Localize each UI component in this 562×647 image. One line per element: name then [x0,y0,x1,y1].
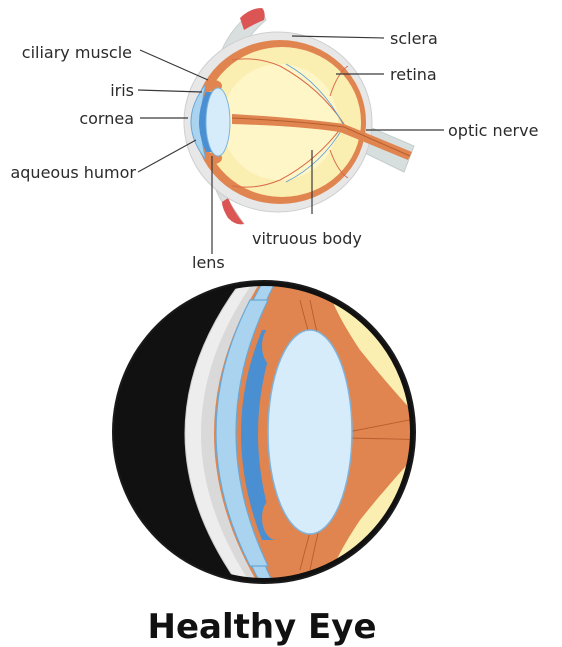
lens-shape [205,87,231,157]
retinal-vessels [231,58,349,188]
page-title: Healthy Eye [147,607,376,647]
label-aqueous-humor: aqueous humor [10,163,136,182]
label-sclera: sclera [390,29,438,48]
label-iris: iris [110,81,134,100]
label-optic-nerve: optic nerve [448,121,538,140]
eyeball-cross-section-icon [183,8,415,225]
label-vitreous-body: vitruous body [252,229,362,248]
label-ciliary-muscle: ciliary muscle [22,43,132,62]
magnified-lens-closeup-icon [112,280,416,584]
optic-nerve-fiber [232,114,412,160]
lower-muscle-tip [222,198,244,225]
label-lens: lens [192,253,225,272]
upper-muscle-tip [240,8,265,30]
leader-lines [137,35,444,254]
label-cornea: cornea [79,109,134,128]
label-retina: retina [390,65,437,84]
